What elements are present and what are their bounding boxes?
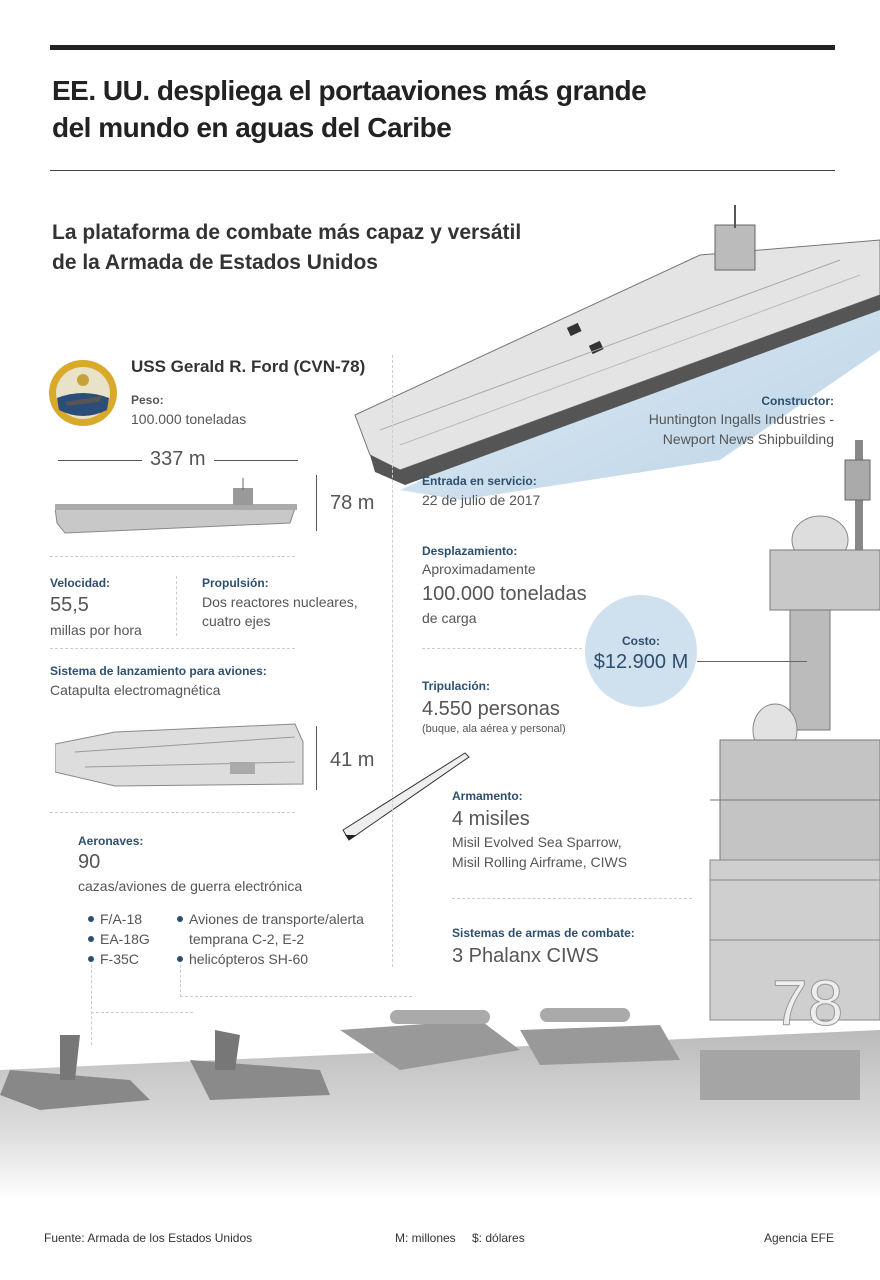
aircraft-label: Aeronaves: bbox=[78, 834, 144, 848]
aircraft-description: cazas/aviones de guerra electrónica bbox=[78, 878, 303, 894]
carrier-side-view bbox=[55, 478, 297, 534]
divider bbox=[50, 812, 295, 813]
carrier-top-view bbox=[55, 723, 304, 787]
speed-label: Velocidad: bbox=[50, 576, 111, 590]
cost-value: $12.900 M bbox=[593, 651, 689, 673]
cost-leader-line bbox=[697, 661, 807, 662]
leader-line bbox=[91, 1012, 193, 1013]
top-rule bbox=[50, 45, 835, 50]
propulsion-line-1: Dos reactores nucleares, bbox=[202, 594, 358, 610]
displacement-pre: Aproximadamente bbox=[422, 561, 536, 577]
combat-systems-value: 3 Phalanx CIWS bbox=[452, 945, 599, 967]
displacement-post: de carga bbox=[422, 610, 477, 626]
hull-number: 78 bbox=[771, 967, 844, 1039]
weight-value: 100.000 toneladas bbox=[131, 411, 247, 427]
column-divider bbox=[392, 355, 393, 967]
displacement-label: Desplazamiento: bbox=[422, 544, 518, 558]
length-value: 337 m bbox=[142, 448, 214, 471]
missile-image bbox=[342, 752, 470, 841]
aircraft-list-item: F-35C bbox=[88, 951, 139, 967]
subtitle: La plataforma de combate más capaz y ver… bbox=[52, 218, 521, 278]
width-value: 41 m bbox=[330, 749, 375, 771]
arms-label: Armamento: bbox=[452, 789, 523, 803]
footer-legend-millions: M: millones bbox=[395, 1231, 456, 1245]
leader-line bbox=[180, 965, 181, 997]
height-value: 78 m bbox=[330, 492, 375, 514]
aircraft-list-item: Aviones de transporte/alerta bbox=[177, 911, 364, 927]
island-tower-image bbox=[709, 440, 880, 1021]
crew-description: (buque, ala aérea y personal) bbox=[422, 723, 566, 735]
footer-legend-dollars: $: dólares bbox=[472, 1231, 525, 1245]
builder-line-2: Newport News Shipbuilding bbox=[662, 431, 834, 447]
propulsion-line-2: cuatro ejes bbox=[202, 613, 271, 629]
speed-unit: millas por hora bbox=[50, 622, 142, 638]
aircraft-value: 90 bbox=[78, 851, 101, 873]
flight-deck-aircraft-image bbox=[0, 1008, 880, 1200]
launch-label: Sistema de lanzamiento para aviones: bbox=[50, 664, 267, 678]
arms-line-1: Misil Evolved Sea Sparrow, bbox=[452, 834, 622, 850]
builder-line-1: Huntington Ingalls Industries - bbox=[648, 411, 834, 427]
aircraft-list-item: F/A-18 bbox=[88, 911, 142, 927]
divider bbox=[452, 898, 692, 899]
weight-label: Peso: bbox=[131, 393, 164, 407]
height-dimension-line bbox=[316, 475, 317, 531]
divider bbox=[176, 576, 177, 636]
builder-label: Constructor: bbox=[761, 394, 834, 408]
leader-line bbox=[91, 965, 92, 1045]
divider bbox=[422, 648, 582, 649]
leader-line bbox=[180, 996, 412, 997]
aircraft-list-item: EA-18G bbox=[88, 931, 150, 947]
displacement-value: 100.000 toneladas bbox=[422, 583, 587, 605]
ship-seal-logo bbox=[49, 360, 117, 426]
width-dimension-line bbox=[316, 726, 317, 790]
page-title: EE. UU. despliega el portaaviones más gr… bbox=[52, 72, 647, 146]
title-line-2: del mundo en aguas del Caribe bbox=[52, 112, 452, 143]
cost-circle bbox=[585, 595, 697, 707]
aircraft-list-item-cont: temprana C-2, E-2 bbox=[189, 931, 305, 947]
aircraft-list-item: helicópteros SH-60 bbox=[177, 951, 308, 967]
divider bbox=[50, 556, 295, 557]
ship-name: USS Gerald R. Ford (CVN-78) bbox=[131, 357, 366, 376]
service-value: 22 de julio de 2017 bbox=[422, 492, 541, 508]
speed-value: 55,5 bbox=[50, 594, 89, 616]
crew-label: Tripulación: bbox=[422, 679, 491, 693]
crew-value: 4.550 personas bbox=[422, 698, 560, 720]
launch-value: Catapulta electromagnética bbox=[50, 682, 221, 698]
combat-systems-label: Sistemas de armas de combate: bbox=[452, 926, 635, 940]
title-rule bbox=[50, 170, 835, 171]
subtitle-line-1: La plataforma de combate más capaz y ver… bbox=[52, 221, 522, 244]
cost-label: Costo: bbox=[622, 634, 660, 648]
footer-agency: Agencia EFE bbox=[763, 1231, 834, 1245]
title-line-1: EE. UU. despliega el portaaviones más gr… bbox=[52, 75, 647, 106]
footer-source: Fuente: Armada de los Estados Unidos bbox=[44, 1231, 253, 1245]
divider bbox=[50, 648, 295, 649]
carrier-perspective-image bbox=[354, 205, 880, 500]
service-label: Entrada en servicio: bbox=[422, 474, 537, 488]
arms-line-2: Misil Rolling Airframe, CIWS bbox=[452, 854, 628, 870]
propulsion-label: Propulsión: bbox=[202, 576, 269, 590]
arms-value: 4 misiles bbox=[452, 808, 530, 830]
subtitle-line-2: de la Armada de Estados Unidos bbox=[52, 251, 378, 274]
